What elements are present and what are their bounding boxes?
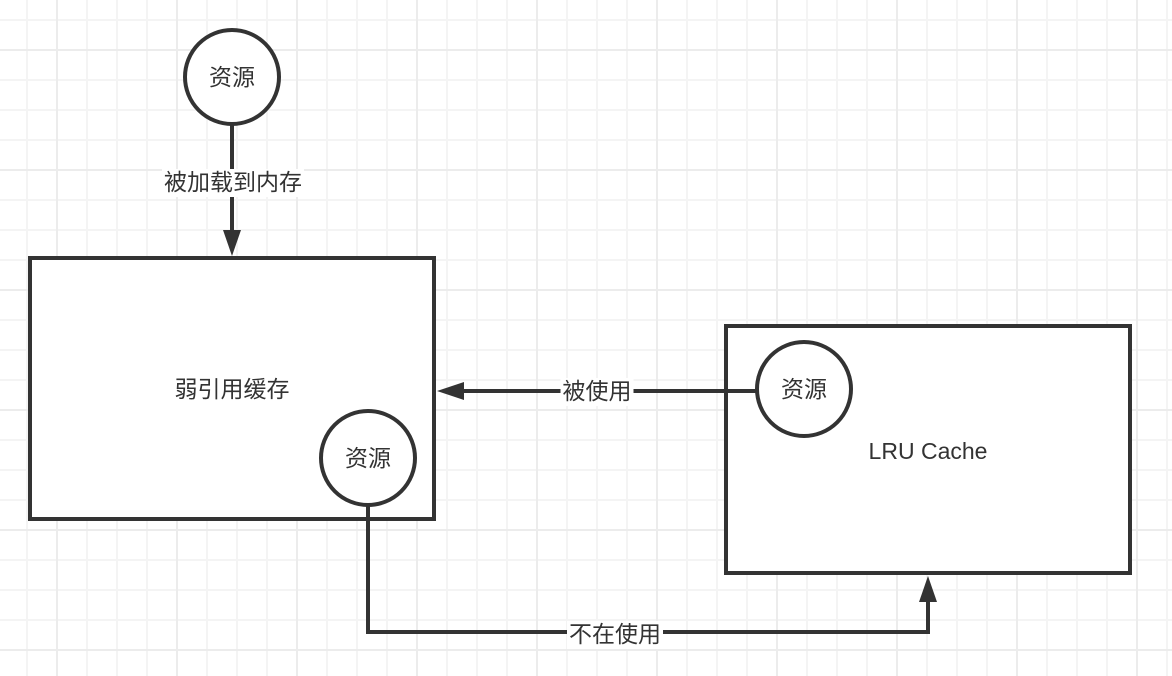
resource-in-lru-label: 资源: [781, 377, 827, 403]
edge-used-label: 被使用: [560, 378, 634, 406]
resource-in-weak-circle[interactable]: [319, 409, 417, 507]
edge-used-arrowhead: [437, 382, 464, 400]
edge-load-to-memory-label: 被加载到内存: [162, 169, 304, 197]
weak-ref-cache-label: 弱引用缓存: [174, 377, 290, 403]
lru-cache-label: LRU Cache: [868, 438, 988, 464]
resource-in-lru-circle[interactable]: [755, 340, 853, 438]
edge-load-to-memory-arrowhead: [223, 230, 241, 256]
resource-top-circle[interactable]: [183, 28, 281, 126]
edge-not-in-use-arrowhead: [919, 576, 937, 602]
resource-top-label: 资源: [209, 65, 255, 91]
edge-not-in-use-label: 不在使用: [567, 621, 663, 649]
resource-in-weak-label: 资源: [345, 446, 391, 472]
